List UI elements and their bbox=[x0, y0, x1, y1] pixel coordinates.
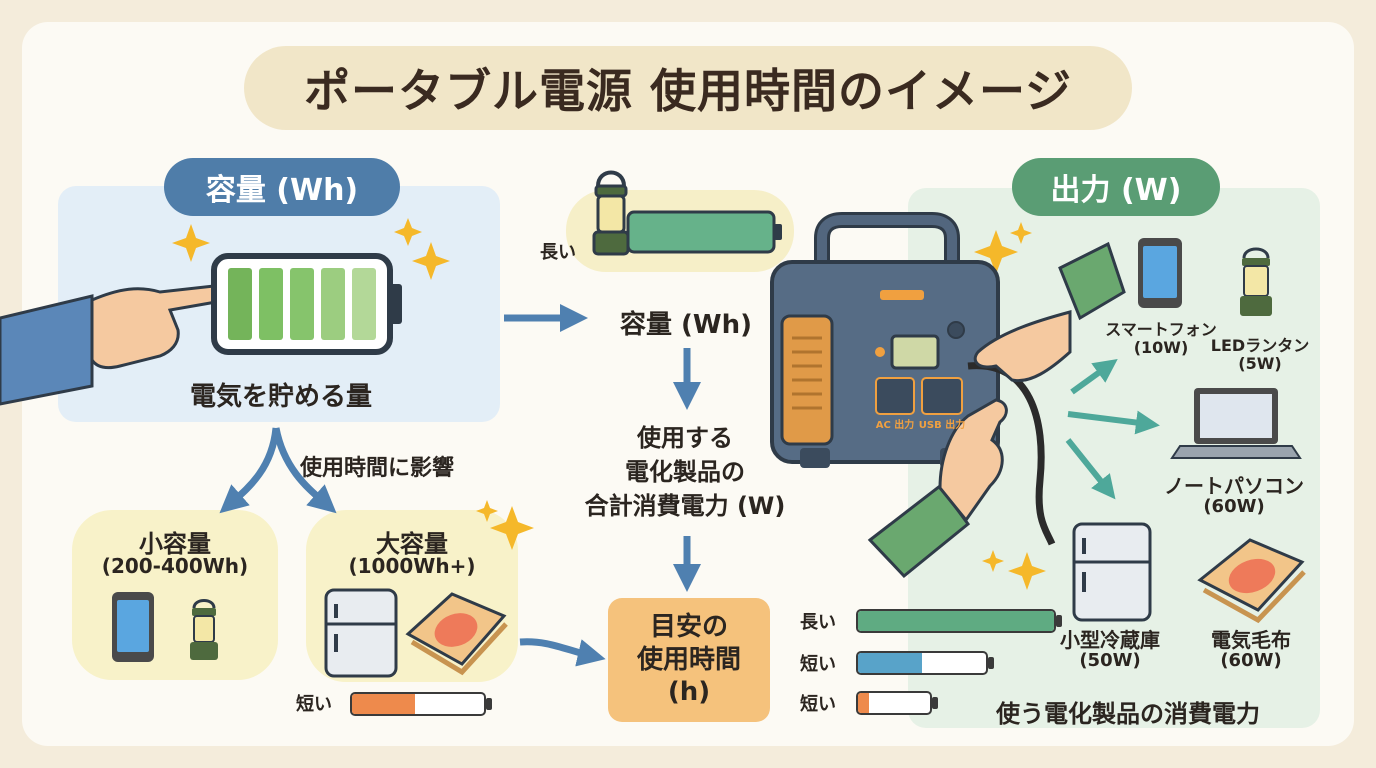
phone-watts: (10W) bbox=[1133, 338, 1189, 357]
short-battery-cap bbox=[486, 698, 492, 710]
laptop-name: ノートパソコン bbox=[1164, 474, 1304, 498]
compare-battery-cap bbox=[988, 657, 994, 669]
compare-battery-bar bbox=[856, 609, 1056, 633]
lantern-watts: (5W) bbox=[1238, 354, 1282, 373]
compare-battery-cap bbox=[932, 697, 938, 709]
fridge-watts: (50W) bbox=[1079, 650, 1141, 671]
flow-power-line-2: 電化製品の bbox=[625, 458, 745, 486]
capacity-caption: 電気を貯める量 bbox=[189, 382, 372, 412]
compare-battery-bar bbox=[856, 691, 932, 715]
compare-battery-fill bbox=[858, 693, 869, 713]
result-line-2: 使用時間 bbox=[636, 644, 741, 675]
compare-label: 短い bbox=[800, 694, 836, 715]
lantern-icon bbox=[592, 170, 630, 256]
pointing-hand-icon bbox=[0, 284, 224, 406]
ac-output-label: AC 出力 bbox=[875, 420, 915, 431]
smartphone-icon bbox=[112, 592, 154, 662]
small-capacity-name: 小容量 bbox=[139, 530, 211, 558]
blanket-watts: (60W) bbox=[1220, 650, 1282, 671]
compare-battery-fill bbox=[858, 611, 1054, 631]
compare-label: 長い bbox=[800, 612, 836, 633]
small-capacity-range: (200-400Wh) bbox=[101, 554, 249, 578]
page-title: ポータブル電源 使用時間のイメージ bbox=[244, 46, 1132, 130]
small-capacity-box bbox=[72, 510, 278, 680]
capacity-heading: 容量 (Wh) bbox=[164, 158, 400, 216]
output-caption: 使う電化製品の消費電力 bbox=[996, 700, 1260, 728]
battery-full-icon bbox=[211, 253, 402, 355]
lantern-icon bbox=[190, 599, 218, 660]
fridge-name: 小型冷蔵庫 bbox=[1060, 628, 1160, 652]
long-label: 長い bbox=[540, 242, 576, 263]
sparkle-icon bbox=[172, 218, 1046, 590]
fridge-icon bbox=[1072, 522, 1152, 622]
result-line-1: 目安の bbox=[649, 612, 728, 643]
usage-time-result: 目安の 使用時間 (h) bbox=[608, 598, 770, 722]
large-capacity-name: 大容量 bbox=[376, 530, 448, 558]
hand-plug-icon bbox=[867, 241, 1126, 579]
influence-label: 使用時間に影響 bbox=[300, 456, 455, 481]
laptop-icon bbox=[1170, 388, 1302, 459]
electric-blanket-icon bbox=[1197, 538, 1306, 624]
flow-capacity-label: 容量 (Wh) bbox=[619, 310, 752, 340]
led-lantern-icon bbox=[1240, 247, 1272, 316]
short-battery-bar bbox=[350, 692, 486, 716]
battery-long-icon bbox=[626, 210, 782, 254]
smartphone-icon bbox=[1138, 238, 1182, 308]
short-label: 短い bbox=[296, 694, 332, 715]
output-heading: 出力 (W) bbox=[1012, 158, 1220, 216]
phone-name: スマートフォン bbox=[1105, 320, 1217, 339]
large-capacity-range: (1000Wh+) bbox=[348, 554, 476, 578]
flow-power-line-3: 合計消費電力 (W) bbox=[584, 492, 786, 520]
compare-battery-fill bbox=[858, 653, 922, 673]
blanket-name: 電気毛布 bbox=[1211, 628, 1291, 652]
laptop-watts: (60W) bbox=[1203, 496, 1265, 517]
usb-output-label: USB 出力 bbox=[918, 420, 966, 431]
fridge-icon bbox=[324, 588, 398, 678]
compare-label: 短い bbox=[800, 654, 836, 675]
electric-blanket-icon bbox=[405, 592, 508, 676]
lantern-name: LEDランタン bbox=[1210, 336, 1310, 355]
flow-power-line-1: 使用する bbox=[637, 424, 733, 452]
compare-battery-bar bbox=[856, 651, 988, 675]
compare-battery-cap bbox=[1056, 615, 1062, 627]
short-battery-fill bbox=[352, 694, 416, 714]
result-line-3: (h) bbox=[667, 677, 711, 708]
